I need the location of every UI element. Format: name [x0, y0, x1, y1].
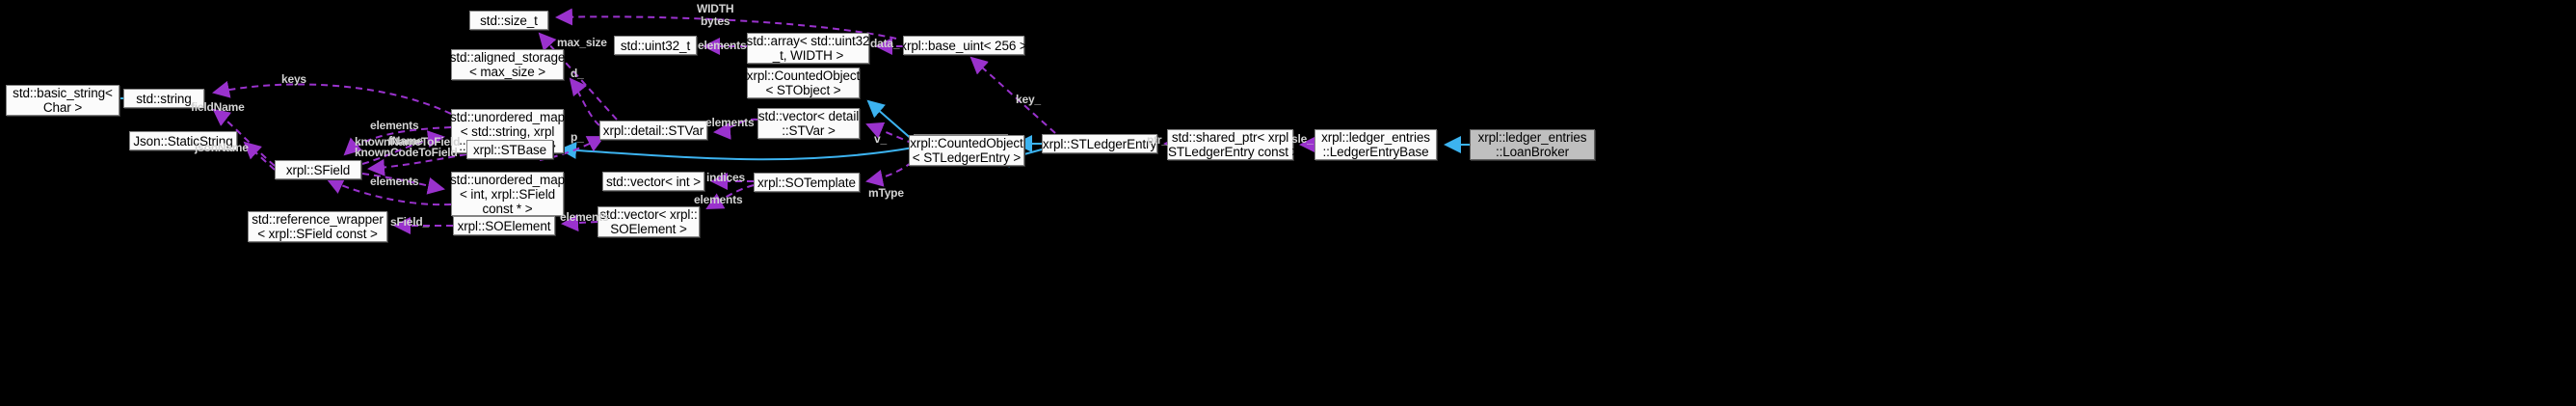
edge-label: max_size — [557, 36, 607, 49]
edge-label: knownNameToField — [355, 135, 461, 149]
class-node-size_t[interactable]: std::size_t — [469, 11, 548, 30]
edge-knowncodetofield — [361, 173, 445, 195]
class-node-base_uint[interactable]: xrpl::base_uint< 256 > — [900, 36, 1027, 55]
edge-knownnametofield — [361, 130, 445, 165]
class-node-ref_wrapper[interactable]: std::reference_wrapper < xrpl::SField co… — [248, 211, 387, 242]
edge-elements-sotemplate-vecsoelement — [705, 184, 755, 209]
edge-label: v_ — [874, 132, 887, 146]
edge-label: sField_ — [390, 215, 429, 229]
class-node-stvar[interactable]: xrpl::detail::STVar — [599, 121, 707, 140]
edge-stobject-to-stbase — [559, 141, 915, 161]
edge-keys — [212, 80, 452, 115]
class-node-stbase[interactable]: xrpl::STBase — [466, 140, 553, 159]
edge-label: elements — [370, 119, 419, 132]
class-node-vector_soelement[interactable]: std::vector< xrpl:: SOElement > — [598, 206, 700, 237]
class-node-sfield[interactable]: xrpl::SField — [275, 160, 361, 179]
class-node-vector_stvar[interactable]: std::vector< detail ::STVar > — [757, 108, 860, 139]
edge-label: mType — [868, 186, 904, 200]
class-node-ledgerentrybase[interactable]: xrpl::ledger_entries ::LedgerEntryBase — [1315, 129, 1437, 160]
edge-label: WIDTH bytes — [697, 2, 734, 28]
class-node-aligned_storage[interactable]: std::aligned_storage < max_size > — [449, 49, 566, 80]
class-node-loanbroker[interactable]: xrpl::ledger_entries ::LoanBroker — [1470, 129, 1595, 160]
edge-v — [865, 122, 915, 145]
edge-label: d_ — [571, 67, 584, 80]
class-node-json_staticstring[interactable]: Json::StaticString — [129, 131, 237, 150]
class-node-counted_stobject[interactable]: xrpl::CountedObject < STObject > — [746, 68, 861, 98]
class-node-sotemplate[interactable]: xrpl::SOTemplate — [754, 173, 860, 192]
class-node-umap_int[interactable]: std::unordered_map < int, xrpl::SField c… — [449, 172, 566, 216]
edge-label: elements — [370, 175, 419, 188]
edge-label: fName — [388, 134, 423, 148]
edge-fname — [367, 153, 467, 176]
class-node-shared_ptr[interactable]: std::shared_ptr< xrpl ::STLedgerEntry co… — [1160, 129, 1300, 160]
edge-label: key_ — [1016, 93, 1041, 106]
edge-label: elements — [705, 116, 755, 129]
class-node-vector_int[interactable]: std::vector< int > — [602, 172, 704, 191]
class-node-counted_stledger[interactable]: xrpl::CountedObject < STLedgerEntry > — [909, 135, 1024, 166]
class-node-uint32_t[interactable]: std::uint32_t — [614, 36, 697, 55]
edge-label: elements — [698, 39, 747, 52]
class-node-array_uint32[interactable]: std::array< std::uint32 _t, WIDTH > — [746, 33, 870, 64]
edge-d — [569, 77, 600, 126]
edge-label: elements — [694, 193, 743, 206]
class-node-soelement[interactable]: xrpl::SOElement — [453, 216, 555, 235]
edge-elements-umapint-sfield — [326, 177, 452, 206]
edge-label: knownCodeToField — [355, 146, 458, 159]
edge-label: data_ — [870, 37, 900, 50]
edge-label: p_ — [571, 130, 584, 144]
edge-key — [969, 56, 1056, 134]
edge-label: keys — [281, 72, 306, 86]
class-node-basic_string[interactable]: std::basic_string< Char > — [6, 85, 120, 116]
edge-elements-vecstvar-stvar — [713, 118, 758, 140]
edge-label: indices — [706, 171, 745, 184]
class-node-stledgerentry[interactable]: xrpl::STLedgerEntry — [1042, 134, 1157, 153]
edge-jsonname — [243, 141, 276, 171]
edge-stobject-to-countedobject — [866, 99, 915, 142]
edge-elements-vecsoelement-soelement — [561, 214, 598, 232]
edge-elements-umapstring-sfield — [343, 126, 452, 156]
class-node-std_string[interactable]: std::string — [123, 89, 204, 108]
